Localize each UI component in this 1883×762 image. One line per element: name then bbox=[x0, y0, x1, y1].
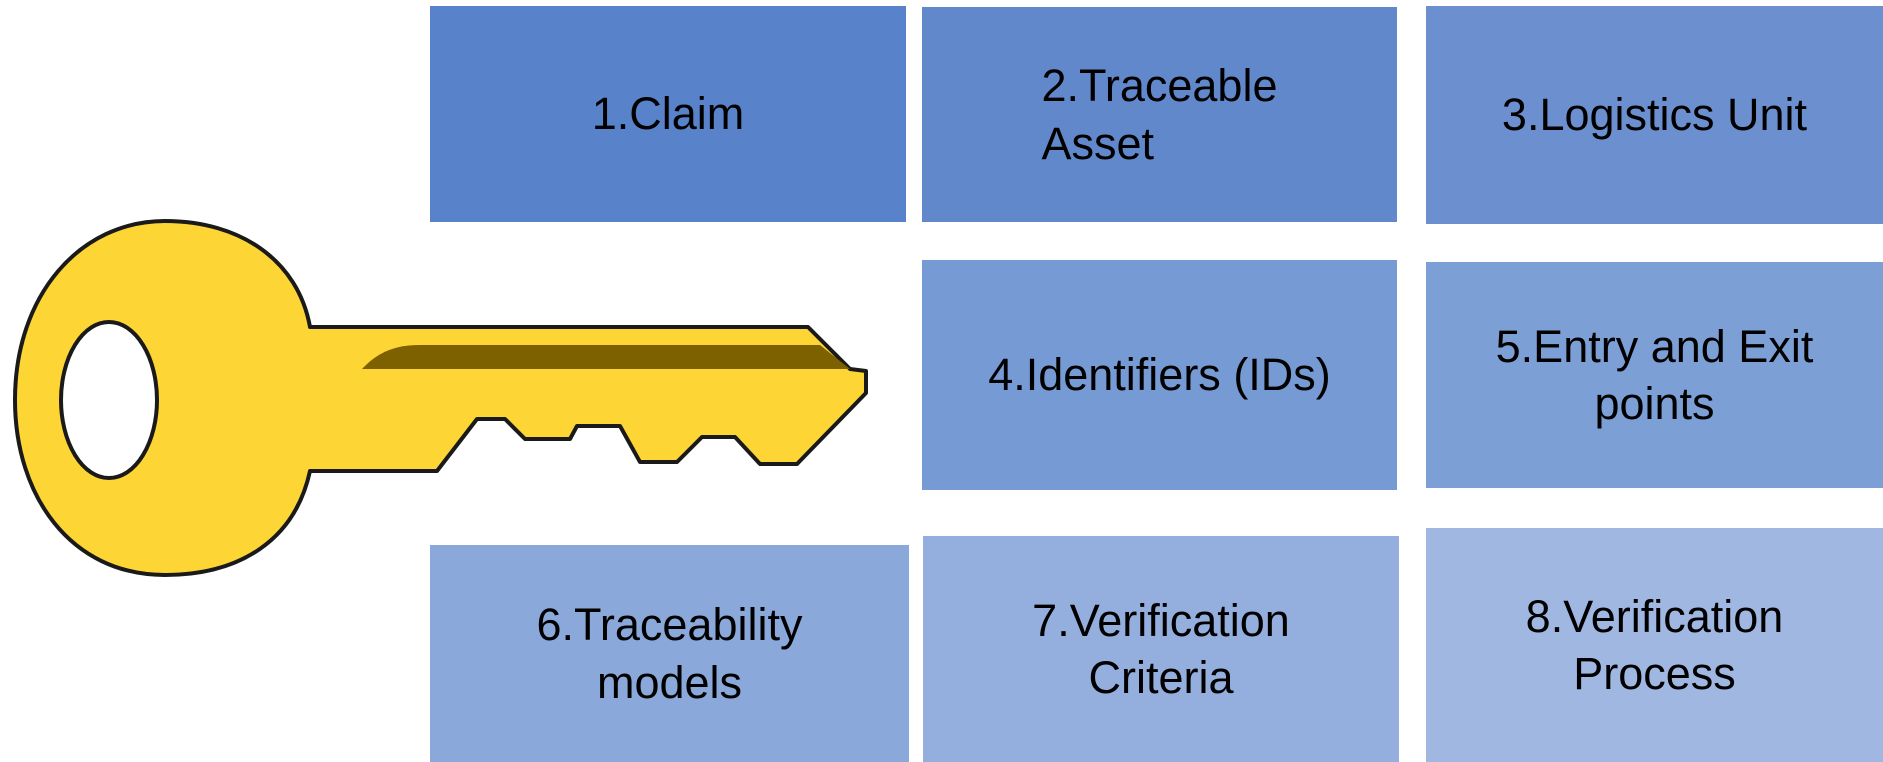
tile-verification-criteria: 7.Verification Criteria bbox=[923, 536, 1399, 762]
tile-entry-exit-points: 5.Entry and Exit points bbox=[1426, 262, 1883, 488]
tile-label: 4.Identifiers (IDs) bbox=[988, 349, 1331, 401]
tile-claim: 1.Claim bbox=[430, 6, 906, 222]
tile-label: 6.Traceability models bbox=[536, 599, 803, 708]
tile-label: 1.Claim bbox=[591, 88, 745, 140]
key-body bbox=[13, 219, 868, 577]
tile-traceable-asset: 2.Traceable Asset bbox=[922, 7, 1397, 222]
tile-label: 8.Verification Process bbox=[1525, 590, 1784, 699]
tile-label: 5.Entry and Exit points bbox=[1495, 320, 1814, 429]
key-illustration bbox=[0, 0, 880, 762]
tile-label: 3.Logistics Unit bbox=[1501, 89, 1808, 141]
tile-identifiers: 4.Identifiers (IDs) bbox=[922, 260, 1397, 490]
key-groove bbox=[362, 345, 850, 369]
key-hole bbox=[59, 320, 159, 480]
key-icon bbox=[13, 219, 868, 577]
tile-label: 2.Traceable Asset bbox=[1041, 60, 1278, 169]
tile-traceability-models: 6.Traceability models bbox=[430, 545, 909, 762]
tile-logistics-unit: 3.Logistics Unit bbox=[1426, 6, 1883, 224]
tile-label: 7.Verification Criteria bbox=[1032, 594, 1290, 703]
tile-verification-process: 8.Verification Process bbox=[1426, 528, 1883, 762]
